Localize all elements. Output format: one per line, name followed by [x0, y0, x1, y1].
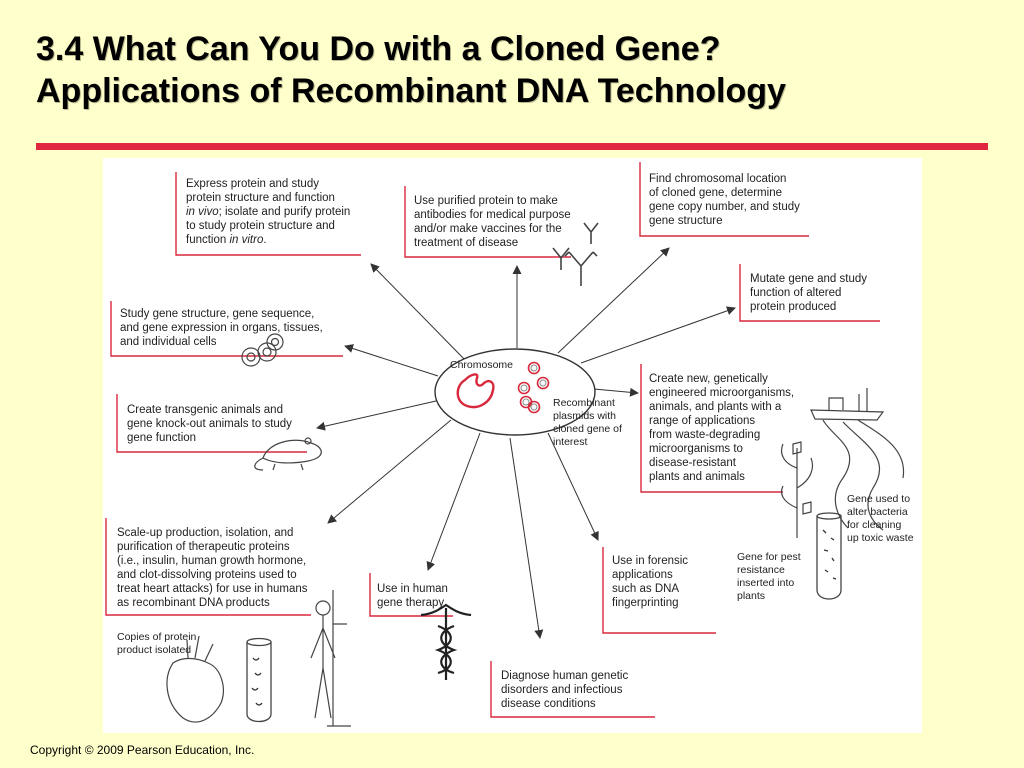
box-engineered-organisms: Create new, genetically engineered micro…: [640, 364, 905, 600]
arrow-structure: [344, 344, 439, 377]
box-scaleup: Scale-up production, isolation, and puri…: [105, 518, 311, 616]
arrow-scaleup: [327, 419, 452, 524]
protein-copies-caption: Copies of protein product isolated: [117, 631, 199, 656]
slide-title: 3.4 What Can You Do with a Cloned Gene? …: [36, 28, 996, 112]
title-line-1: 3.4 What Can You Do with a Cloned Gene?: [36, 30, 721, 68]
box-express-text: Express protein and study protein struct…: [186, 178, 354, 246]
box-express-protein: Express protein and study protein struct…: [175, 172, 361, 256]
bacteria-caption: Gene used to alter bacteria for cleaning…: [847, 493, 914, 544]
diagram-panel: Chromosome Recombinant plasmids with clo…: [103, 158, 922, 733]
arrow-chromosomal: [557, 247, 670, 354]
box-chromosomal-text: Find chromosomal location of cloned gene…: [649, 173, 803, 227]
cells-icon: [241, 333, 284, 367]
mouse-icon: [254, 437, 322, 471]
arrow-diagnose: [509, 437, 544, 639]
box-chromosomal-location: Find chromosomal location of cloned gene…: [639, 162, 809, 237]
pest-resistance-caption: Gene for pest resistance inserted into p…: [737, 551, 804, 602]
isolate-text: ; isolate and purify protein: [219, 206, 351, 218]
plant-icon: [780, 441, 814, 538]
human-figure-icon: [310, 590, 351, 727]
protein-tube-icon: [246, 637, 272, 723]
box-antibodies-text: Use purified protein to make antibodies …: [414, 195, 574, 249]
arrow-mutate: [580, 306, 736, 364]
title-line-2: Applications of Recombinant DNA Technolo…: [36, 72, 786, 110]
central-cell: Chromosome Recombinant plasmids with clo…: [434, 348, 625, 448]
box-scaleup-text: Scale-up production, isolation, and puri…: [117, 527, 311, 609]
box-genetherapy-text: Use in human gene therapy: [377, 583, 451, 609]
arrow-transgenic: [316, 400, 437, 431]
box-diagnose: Diagnose human genetic disorders and inf…: [490, 661, 655, 718]
box-gene-therapy: Use in human gene therapy: [369, 573, 472, 680]
plasmid-label: Recombinant plasmids with cloned gene of…: [553, 397, 625, 448]
title-divider: [36, 143, 988, 150]
chromosome-label: Chromosome: [450, 359, 513, 371]
arrows: [316, 247, 736, 639]
box-transgenic-animals: Create transgenic animals and gene knock…: [116, 394, 322, 471]
box-transgenic-text: Create transgenic animals and gene knock…: [127, 404, 295, 444]
box-diagnose-text: Diagnose human genetic disorders and inf…: [501, 670, 631, 710]
protein-copies-group: Copies of protein product isolated: [117, 590, 351, 727]
box-study-structure: Study gene structure, gene sequence, and…: [110, 301, 343, 367]
chromosome-icon: [456, 373, 495, 409]
heart-icon: [166, 635, 224, 723]
plasmid-icons: [517, 361, 550, 414]
box-forensic: Use in forensic applications such as DNA…: [602, 547, 716, 634]
box-gmo-text: Create new, genetically engineered micro…: [649, 373, 797, 483]
box-mutate-gene: Mutate gene and study function of altere…: [739, 264, 880, 322]
box-mutate-text: Mutate gene and study function of altere…: [750, 273, 870, 313]
copyright-notice: Copyright © 2009 Pearson Education, Inc.: [30, 743, 255, 757]
test-tube-bacteria-icon: [816, 512, 842, 600]
box-structure-text: Study gene structure, gene sequence, and…: [120, 308, 326, 348]
antibody-icon: [552, 222, 599, 286]
recombinant-dna-diagram: Chromosome Recombinant plasmids with clo…: [105, 162, 914, 727]
box-antibodies: Use purified protein to make antibodies …: [404, 186, 599, 286]
arrow-express: [370, 263, 469, 364]
arrow-genetherapy: [426, 432, 481, 571]
cell-outline: [434, 348, 596, 436]
box-forensic-text: Use in forensic applications such as DNA…: [612, 555, 691, 609]
arrow-forensic: [547, 432, 599, 541]
caduceus-icon: [420, 603, 472, 680]
